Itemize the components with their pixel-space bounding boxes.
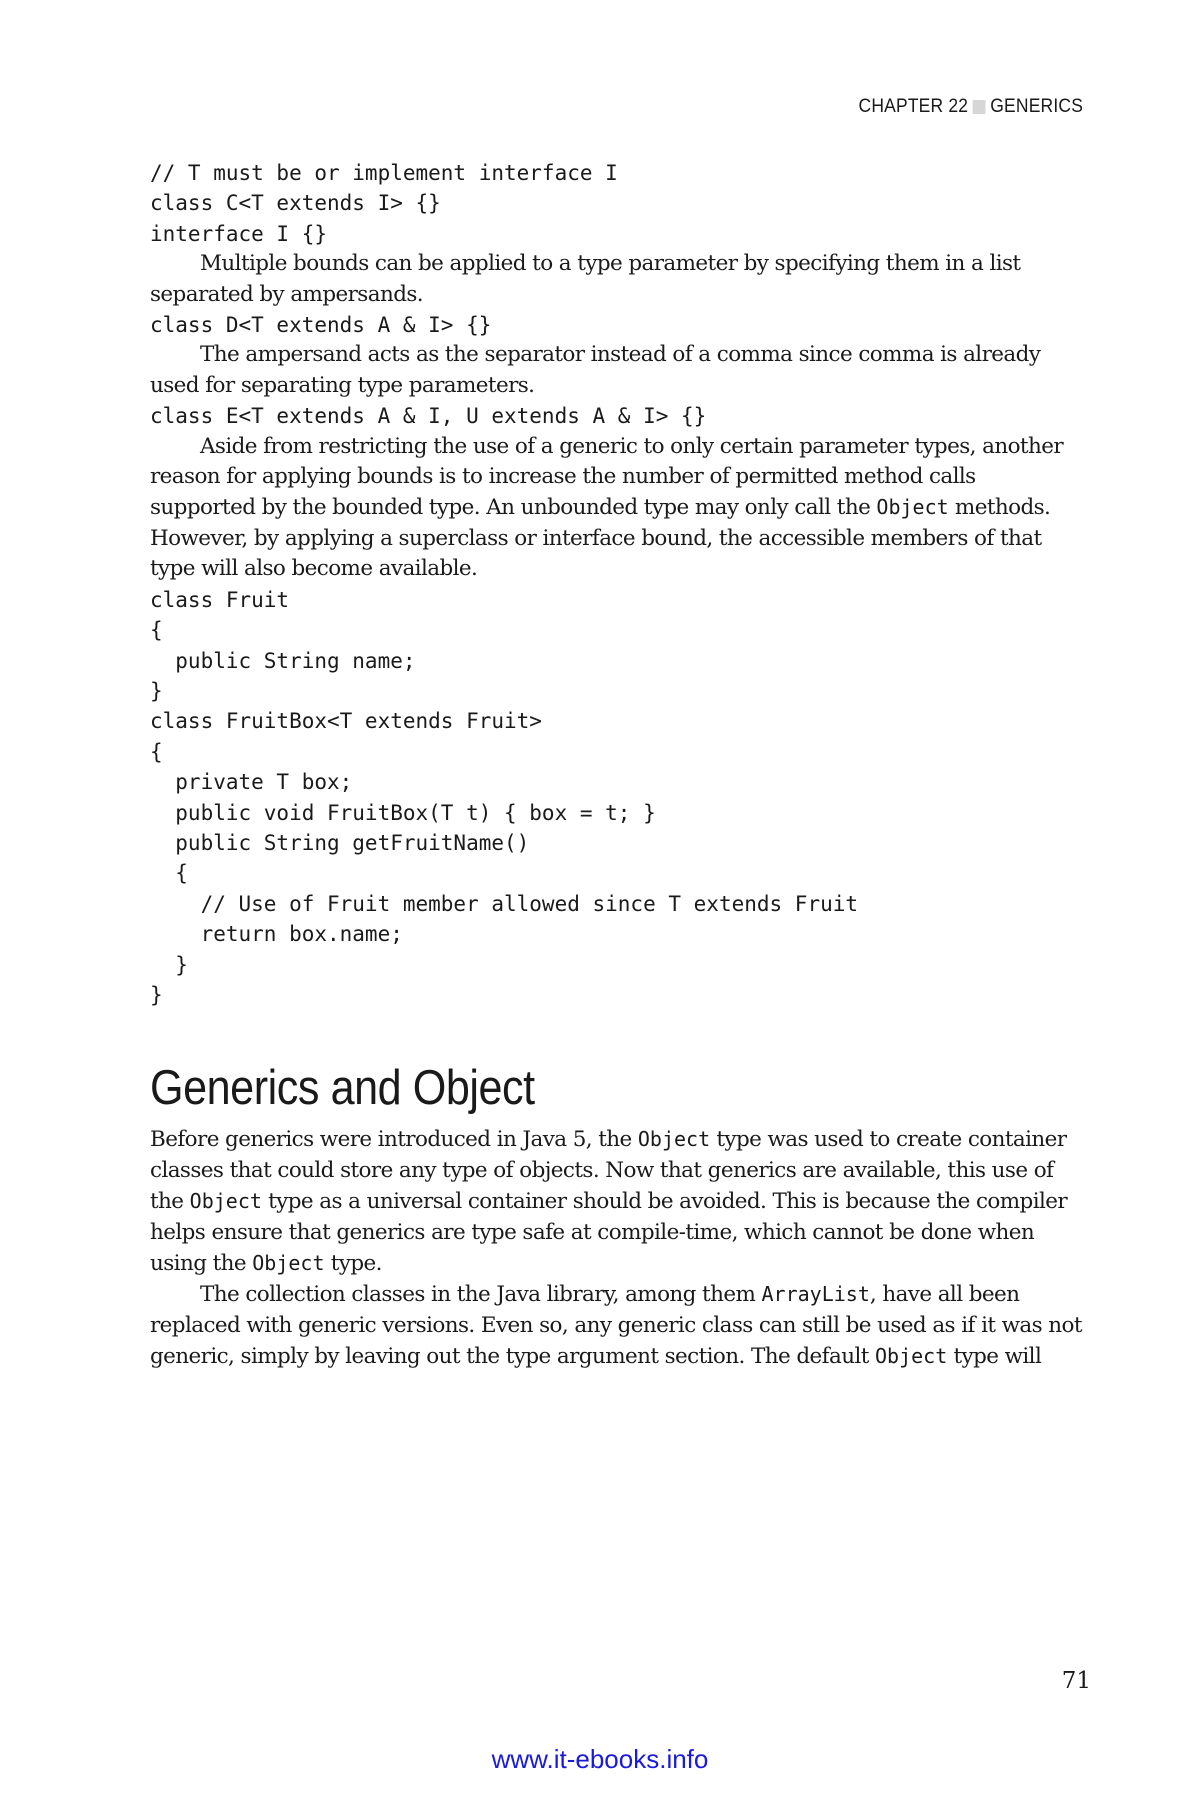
- code-block-interface-bound: // T must be or implement interface I cl…: [150, 161, 618, 246]
- chapter-label: CHAPTER 22: [858, 96, 969, 117]
- page-number: 71: [1061, 1668, 1091, 1694]
- inline-code-object: Object: [252, 1251, 325, 1275]
- code-block-fruit-class: class Fruit { public String name; }: [150, 587, 416, 703]
- inline-code-object: Object: [875, 1344, 948, 1369]
- inline-code-object: Object: [637, 1127, 711, 1152]
- text-run: Before generics were introduced in Java …: [150, 1127, 638, 1153]
- text-run: type will: [947, 1344, 1042, 1370]
- inline-code-object: Object: [876, 495, 949, 520]
- paragraph-multiple-bounds: Multiple bounds can be applied to a type…: [150, 251, 1021, 307]
- paragraph-bounds-purpose: Aside from restricting the use of a gene…: [150, 432, 1086, 585]
- paragraph-generics-before-java5: Before generics were introduced in Java …: [150, 1124, 1086, 1279]
- header-separator-square-icon: [972, 100, 986, 114]
- text-run: The collection classes in the Java libra…: [200, 1282, 762, 1308]
- code-block-fruitbox-class: class FruitBox<T extends Fruit> { privat…: [150, 709, 859, 1007]
- chapter-title: GENERICS: [990, 96, 1083, 117]
- page-content: // T must be or implement interface I cl…: [150, 158, 1086, 1373]
- code-block-multiple-bounds: class D<T extends A & I> {}: [150, 313, 492, 338]
- paragraph-ampersand-separator: The ampersand acts as the separator inst…: [150, 342, 1041, 398]
- text-run: , have all been replaced with generic ve…: [150, 1282, 1083, 1370]
- code-block-two-type-parameters: class E<T extends A & I, U extends A & I…: [150, 404, 707, 429]
- text-run: Aside from restricting the use of a gene…: [150, 433, 1064, 521]
- text-run: methods. However, by applying a supercla…: [150, 495, 1051, 582]
- paragraph-collection-classes: The collection classes in the Java libra…: [150, 1279, 1086, 1372]
- section-heading: Generics and Object: [150, 1061, 535, 1116]
- inline-code-arraylist: ArrayList: [761, 1282, 870, 1307]
- text-run: type was used to create container classe…: [150, 1127, 1067, 1215]
- inline-code-object: Object: [189, 1189, 262, 1214]
- text-run: type as a universal container should be …: [150, 1189, 1068, 1276]
- text-run: type.: [324, 1251, 383, 1276]
- watermark-link[interactable]: www.it-ebooks.info: [491, 1744, 709, 1774]
- running-header: CHAPTER 22 GENERICS: [858, 96, 1083, 118]
